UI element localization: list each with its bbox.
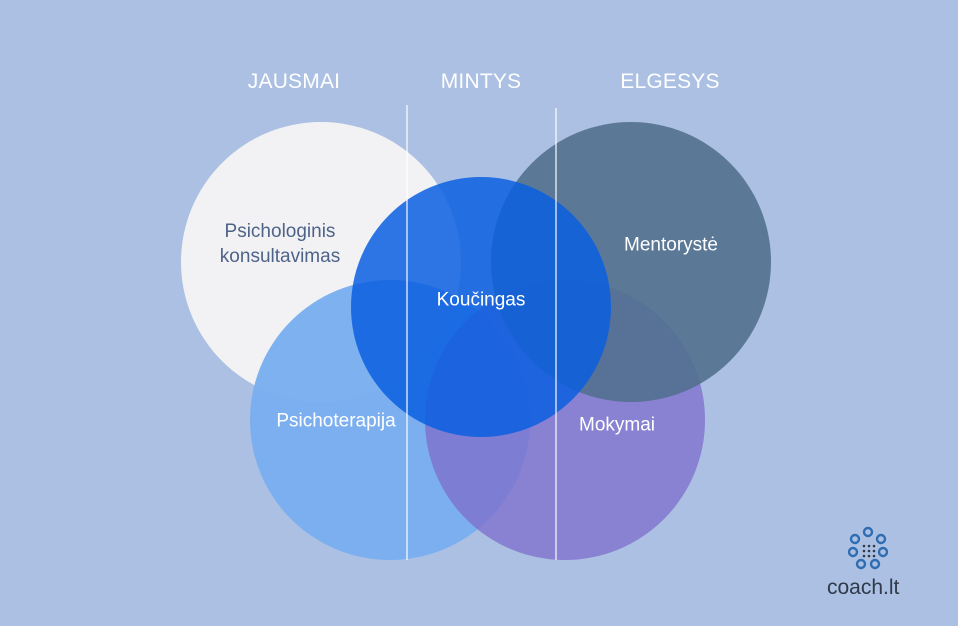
logo-center-dots — [862, 544, 876, 558]
label-psichologinis-line1: Psichologinis — [224, 221, 336, 242]
label-psichologinis-konsultavimas: Psichologinis konsultavimas — [220, 219, 340, 269]
coach-logo-text: coach.lt — [827, 576, 900, 599]
label-psichoterapija: Psichoterapija — [276, 410, 396, 432]
header-elgesys: ELGESYS — [620, 70, 720, 93]
label-koucingas: Koučingas — [436, 289, 526, 311]
coach-logo-icon — [847, 526, 889, 570]
header-jausmai: JAUSMAI — [247, 70, 341, 93]
header-mintys: MINTYS — [440, 70, 522, 93]
circle-koucingas — [351, 177, 611, 437]
label-mentoryste: Mentorystė — [624, 234, 718, 256]
label-mokymai: Mokymai — [578, 414, 656, 436]
label-psichologinis-line2: konsultavimas — [219, 246, 341, 267]
